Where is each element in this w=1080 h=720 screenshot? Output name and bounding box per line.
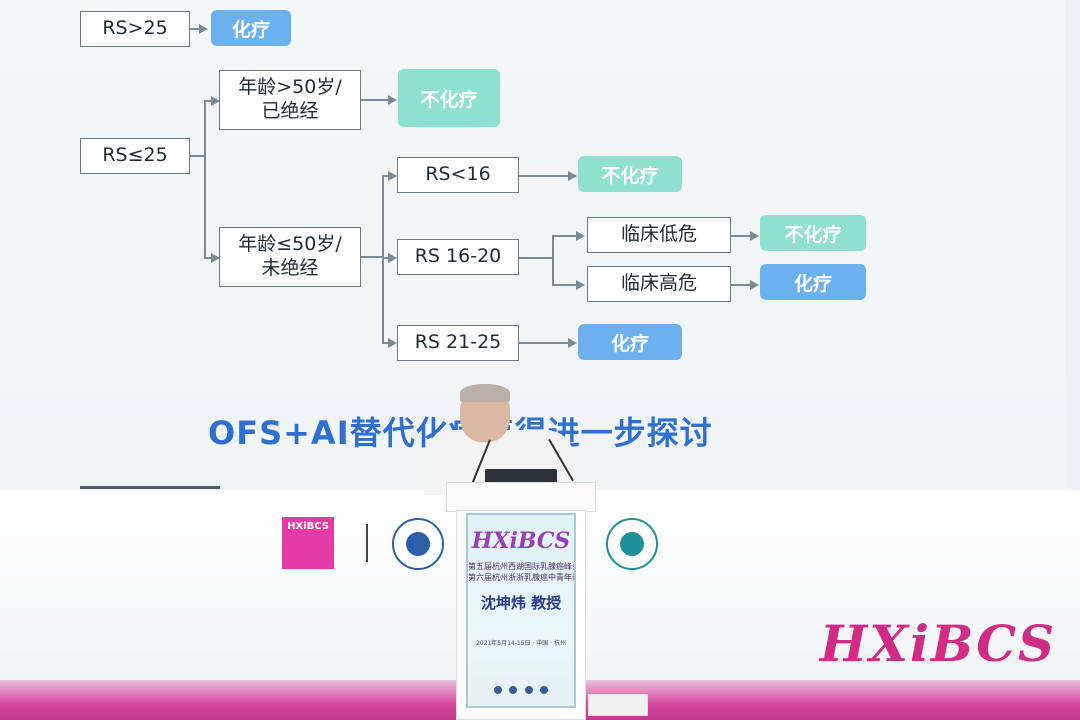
podium-sponsor-icons xyxy=(494,686,548,694)
arrow-icon xyxy=(576,280,585,290)
hospital-seal-icon xyxy=(606,518,658,570)
connector xyxy=(204,100,214,102)
age-over-50-line2: 已绝经 xyxy=(261,100,319,122)
rs-gt-25-box: RS>25 xyxy=(80,11,190,47)
logo-divider xyxy=(366,524,368,562)
chemo-label: 化疗 xyxy=(231,18,270,41)
chemo-label: 化疗 xyxy=(610,332,649,355)
no-chemo-result: 不化疗 xyxy=(578,156,682,192)
stage-step xyxy=(588,694,648,716)
rs-16-20-label: RS 16-20 xyxy=(414,245,502,268)
podium-top xyxy=(446,482,596,512)
podium-date: 2021年5月14-15日 · 中国 · 杭州 xyxy=(476,640,566,647)
clinical-high-box: 临床高危 xyxy=(587,266,731,302)
no-chemo-label: 不化疗 xyxy=(420,88,478,111)
arrow-icon xyxy=(568,338,577,348)
chemo-label: 化疗 xyxy=(793,272,832,295)
connector xyxy=(552,284,578,286)
arrow-icon xyxy=(750,280,759,290)
arrow-icon xyxy=(199,24,208,34)
connector xyxy=(552,235,578,237)
arrow-icon xyxy=(568,171,577,181)
arrow-icon xyxy=(576,231,585,241)
age-le-50-line2: 未绝经 xyxy=(261,257,319,279)
no-chemo-result: 不化疗 xyxy=(398,69,500,127)
no-chemo-label: 不化疗 xyxy=(601,164,659,187)
arrow-icon xyxy=(211,96,220,106)
rs-16-20-box: RS 16-20 xyxy=(397,239,519,275)
brand-logo: HXiBCS xyxy=(820,614,1057,673)
connector xyxy=(731,235,751,237)
rs-21-25-box: RS 21-25 xyxy=(397,325,519,361)
conference-logo-text: HXiBCS xyxy=(287,521,329,532)
podium-speaker-name: 沈坤炜 教授 xyxy=(480,594,562,612)
chemo-result: 化疗 xyxy=(760,264,866,300)
connector xyxy=(519,342,569,344)
speaker-hair xyxy=(460,384,510,402)
connector xyxy=(190,28,200,30)
age-over-50-box: 年龄>50岁/ 已绝经 xyxy=(219,70,361,130)
connector xyxy=(204,100,206,258)
no-chemo-label: 不化疗 xyxy=(784,223,842,246)
connector xyxy=(204,257,214,259)
arrow-icon xyxy=(388,171,397,181)
connector xyxy=(382,175,384,343)
clinical-low-box: 临床低危 xyxy=(587,217,731,253)
rs-lt-16-label: RS<16 xyxy=(425,163,491,186)
age-le-50-line1: 年龄≤50岁/ xyxy=(238,233,342,256)
rs-lt-16-box: RS<16 xyxy=(397,157,519,193)
rs-gt-25-label: RS>25 xyxy=(102,17,168,40)
connector xyxy=(552,235,554,286)
connector xyxy=(382,175,390,177)
laptop-icon xyxy=(485,469,557,483)
slide-divider xyxy=(80,486,220,489)
arrow-icon xyxy=(211,253,220,263)
podium-screen xyxy=(466,513,576,708)
conference-logo-icon: HXiBCS xyxy=(282,517,334,569)
arrow-icon xyxy=(388,338,397,348)
podium-title-line1: 第五届杭州西湖国际乳腺癌峰会 xyxy=(468,562,574,571)
presentation-slide: RS>25 化疗 RS≤25 年龄>50岁/ 已绝经 不化疗 年龄≤50岁/ 未… xyxy=(0,0,1065,490)
connector xyxy=(519,175,569,177)
chemo-result: 化疗 xyxy=(211,10,291,46)
connector xyxy=(361,99,389,101)
age-over-50-line1: 年龄>50岁/ xyxy=(238,76,342,99)
podium-title-line2: 第六届杭州浙浙乳腺癌中青年论坛 xyxy=(468,573,574,582)
connector xyxy=(190,155,205,157)
no-chemo-result: 不化疗 xyxy=(760,215,866,251)
clinical-high-label: 临床高危 xyxy=(620,272,697,295)
rs-le-25-label: RS≤25 xyxy=(102,144,168,167)
connector xyxy=(382,342,390,344)
chemo-result: 化疗 xyxy=(578,324,682,360)
age-le-50-box: 年龄≤50岁/ 未绝经 xyxy=(219,227,361,287)
arrow-icon xyxy=(750,231,759,241)
university-seal-icon xyxy=(392,518,444,570)
rs-21-25-label: RS 21-25 xyxy=(414,331,502,354)
connector xyxy=(382,257,390,259)
clinical-low-label: 临床低危 xyxy=(620,223,697,246)
arrow-icon xyxy=(388,253,397,263)
connector xyxy=(731,284,751,286)
rs-le-25-box: RS≤25 xyxy=(80,138,190,174)
podium-brand: HXiBCS xyxy=(471,528,571,554)
connector xyxy=(361,256,383,258)
arrow-icon xyxy=(388,95,397,105)
connector xyxy=(519,257,553,259)
